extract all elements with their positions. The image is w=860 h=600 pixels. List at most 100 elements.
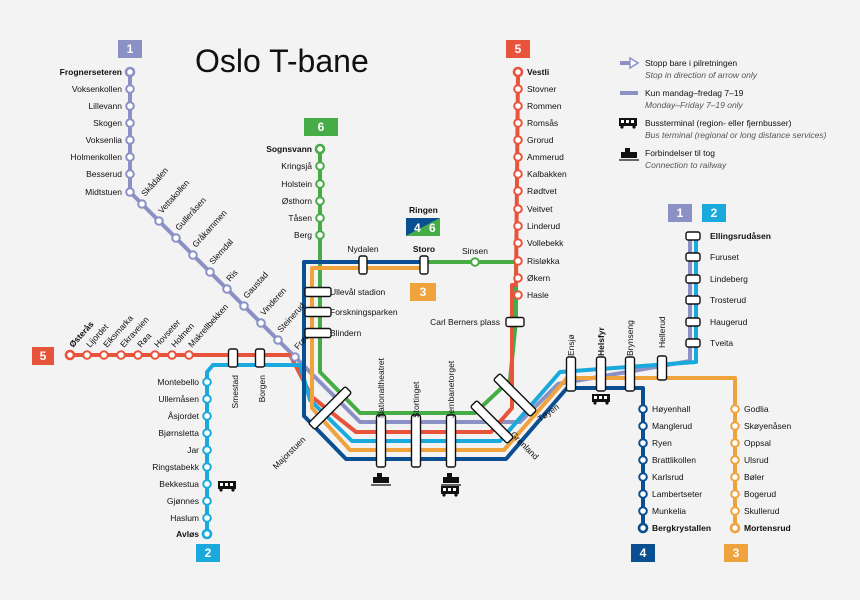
- svg-text:5: 5: [515, 42, 522, 56]
- bus-icon: [441, 486, 459, 497]
- station-label: Jar: [187, 445, 199, 455]
- station-label: Voksenkollen: [72, 84, 122, 94]
- interchange-marker: [565, 356, 577, 392]
- station-marker: [638, 421, 648, 431]
- interchange-ellingsrudasen: Ellingsrudåsen: [685, 231, 771, 241]
- station-marker: [82, 350, 92, 360]
- station-marker: [314, 143, 326, 155]
- interchange-hellerud: Hellerud: [656, 316, 668, 381]
- station-gjonnes: Gjønnes: [167, 496, 212, 506]
- station-label: Karlsrud: [652, 472, 684, 482]
- interchange-storo: Storo: [413, 244, 435, 275]
- station-marker: [730, 404, 740, 414]
- bus-icon: [218, 481, 236, 492]
- interchange-marker: [595, 356, 607, 392]
- station-label: Høyenhall: [652, 404, 690, 414]
- station-label: Godlia: [744, 404, 769, 414]
- interchange-marker: [505, 316, 525, 328]
- station-jar: Jar: [187, 445, 212, 455]
- interchange-marker: [470, 400, 514, 444]
- station-label: Vestli: [527, 67, 549, 77]
- station-marker: [150, 350, 160, 360]
- station-marker: [513, 290, 523, 300]
- station-label: Brattlikollen: [652, 455, 696, 465]
- station-label: Sognsvann: [266, 144, 312, 154]
- station-avlos: Avløs: [176, 528, 213, 540]
- svg-text:Monday–Friday 7–19 only: Monday–Friday 7–19 only: [645, 100, 744, 110]
- station-label: Stortinget: [411, 381, 421, 418]
- station-label: Kalbakken: [527, 169, 567, 179]
- station-marker: [513, 101, 523, 111]
- station-label: Brynseng: [625, 320, 635, 356]
- station-label: Veitvet: [527, 204, 553, 214]
- station-label: Rødtvet: [527, 186, 557, 196]
- station-marker: [513, 135, 523, 145]
- station-veitvet: Veitvet: [513, 204, 553, 214]
- station-holstein: Holstein: [281, 179, 325, 189]
- station-linderud: Linderud: [513, 221, 560, 231]
- station-rommen: Rommen: [513, 101, 562, 111]
- line-badge-5-left: 5: [32, 347, 54, 365]
- station-marker: [133, 350, 143, 360]
- station-kalbakken: Kalbakken: [513, 169, 567, 179]
- interchange-marker: [624, 356, 636, 392]
- station-marker: [513, 204, 523, 214]
- station-asjordet: Åsjordet: [168, 411, 212, 421]
- interchange-marker: [685, 252, 701, 262]
- station-label: Skådalen: [139, 165, 170, 198]
- station-marker: [513, 84, 523, 94]
- station-ringstabekk: Ringstabekk: [152, 462, 212, 472]
- station-marker: [239, 301, 249, 311]
- station-marker: [730, 472, 740, 482]
- interchange-trosterud: Trosterud: [685, 295, 746, 305]
- interchange-blindern: Blindern: [304, 327, 361, 339]
- interchange-lindeberg: Lindeberg: [685, 274, 748, 284]
- station-marker: [154, 216, 164, 226]
- station-marker: [125, 169, 135, 179]
- train-icon: [441, 473, 461, 486]
- interchange-marker: [375, 414, 387, 468]
- station-label: Lambertseter: [652, 489, 702, 499]
- station-marker: [638, 472, 648, 482]
- svg-text:Forbindelser til tog: Forbindelser til tog: [645, 148, 715, 158]
- line-badge-1-top: 1: [118, 40, 142, 58]
- map-title: Oslo T-bane: [195, 43, 369, 79]
- station-label: Vollebekk: [527, 238, 564, 248]
- station-marker: [513, 169, 523, 179]
- station-label: Hasle: [527, 290, 549, 300]
- line-badge-5-top: 5: [506, 40, 530, 58]
- interchange-marker: [254, 348, 266, 368]
- station-label: Frognerseteren: [60, 67, 122, 77]
- station-sinsen: Sinsen: [462, 246, 488, 267]
- station-label: Voksenlia: [86, 135, 123, 145]
- station-stovner: Stovner: [513, 84, 556, 94]
- station-label: Østhorn: [282, 196, 313, 206]
- interchange-marker: [304, 286, 332, 298]
- interchange-forskningsparken: Forskningsparken: [304, 306, 398, 318]
- station-tasen: Tåsen: [288, 213, 325, 223]
- interchange-smestad: Smestad: [227, 348, 240, 409]
- station-marker: [256, 318, 266, 328]
- station-vestli: Vestli: [512, 66, 549, 78]
- station-label: Lindeberg: [710, 274, 748, 284]
- station-label: Smestad: [230, 375, 240, 409]
- station-marker: [202, 445, 212, 455]
- station-label: Ryen: [652, 438, 672, 448]
- station-hasle: Hasle: [513, 290, 549, 300]
- station-marker: [315, 230, 325, 240]
- station-lillevann: Lillevann: [88, 101, 135, 111]
- station-label: Grorud: [527, 135, 554, 145]
- station-marker: [637, 522, 649, 534]
- station-label: Blindern: [330, 328, 361, 338]
- line-5: [70, 71, 520, 434]
- station-label: Helsfyr: [596, 326, 606, 356]
- svg-text:4: 4: [414, 221, 421, 235]
- station-label: Haugerud: [710, 317, 748, 327]
- station-marker: [730, 421, 740, 431]
- station-label: Lillevann: [88, 101, 122, 111]
- station-marker: [513, 273, 523, 283]
- interchange-furuset: Furuset: [685, 252, 739, 262]
- station-lambertseter: Lambertseter: [638, 489, 702, 499]
- station-marker: [730, 489, 740, 499]
- svg-text:Kun mandag–fredag 7–19: Kun mandag–fredag 7–19: [645, 88, 744, 98]
